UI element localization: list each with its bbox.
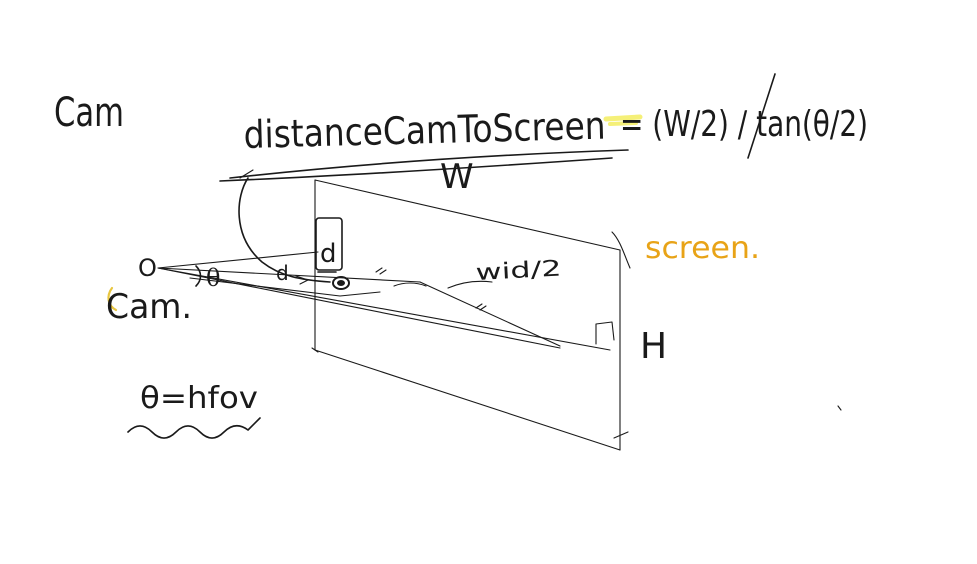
boxed-d-label: d <box>320 239 337 269</box>
distance-small-label: d <box>276 261 289 285</box>
height-label: H <box>640 326 667 367</box>
view-frustum <box>157 251 611 351</box>
width-label: W <box>440 157 474 197</box>
pointer-tick <box>239 169 254 179</box>
hfov-note: θ=hfov <box>140 381 258 416</box>
half-width-ticks <box>375 267 493 311</box>
theta-arc <box>195 265 202 287</box>
stray-mark <box>837 405 842 411</box>
screen-label: screen. <box>645 231 760 266</box>
formula-rhs: = (W/2) / tan(θ/2) <box>620 104 868 145</box>
right-angle-mark <box>595 321 615 345</box>
fraction-slash <box>747 73 776 159</box>
screen-plane <box>311 179 631 451</box>
cam-title-label: Cam <box>54 90 124 136</box>
theta-label: θ <box>206 264 220 292</box>
formula-underline <box>219 149 629 182</box>
formula-highlight <box>603 114 643 126</box>
cam-left-label: Cam. <box>106 287 192 327</box>
distance-arrow <box>295 275 309 285</box>
cam-accent-stroke <box>107 286 118 312</box>
origin-label: O <box>138 254 157 282</box>
formula-lhs: distanceCamToScreen <box>243 104 606 157</box>
boxed-distance: d <box>315 217 350 290</box>
half-width-label: wid/2 <box>475 257 562 286</box>
pointer-curve <box>238 177 331 283</box>
hfov-underline-wave <box>127 417 261 439</box>
